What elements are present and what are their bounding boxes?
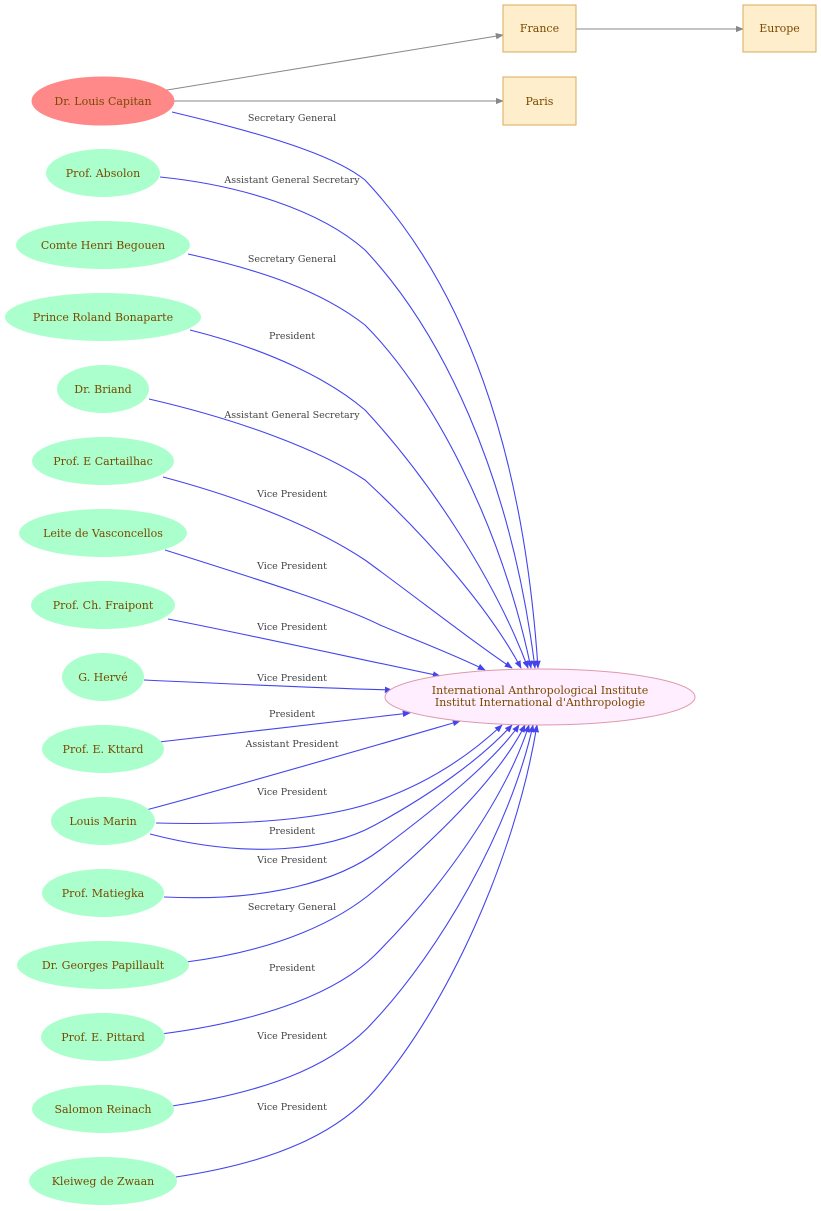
edge-cartailhac-institute: [162, 476, 513, 669]
edge-marin-institute-2: [155, 724, 503, 825]
edge-bonaparte-institute: [189, 329, 529, 669]
edge-marin-institute-3: [149, 724, 513, 850]
node-herve[interactable]: G. Hervé: [62, 653, 144, 701]
node-label: Prof. E. Pittard: [61, 1031, 145, 1044]
edge-papillault-institute: [185, 724, 526, 963]
node-papillault[interactable]: Dr. Georges Papillault: [17, 941, 189, 989]
edge-kttard-institute: [158, 710, 411, 743]
edge-begouen-institute: [187, 253, 533, 669]
node-bonaparte[interactable]: Prince Roland Bonaparte: [5, 293, 201, 341]
node-label: Kleiweg de Zwaan: [52, 1175, 155, 1188]
edge-zwaan-institute: [175, 724, 539, 1178]
node-label: Prof. Absolon: [66, 167, 140, 180]
edge-label: Vice President: [256, 622, 327, 633]
edge-label: Secretary General: [248, 254, 336, 265]
node-fraipont[interactable]: Prof. Ch. Fraipont: [31, 581, 175, 629]
edge-herve-institute: [143, 679, 393, 693]
edge-reinach-institute: [171, 724, 535, 1107]
edge-label: Vice President: [256, 787, 327, 798]
edge-absolon-institute: [159, 176, 538, 669]
node-label: Dr. Georges Papillault: [42, 959, 165, 972]
edge-label: Secretary General: [248, 113, 336, 124]
edge-labels: Secretary General Assistant General Secr…: [223, 113, 360, 1113]
place-nodes: France Europe Paris: [502, 4, 817, 126]
node-label: Prof. E Cartailhac: [53, 455, 153, 468]
node-label: France: [520, 22, 559, 35]
edge-label: Vice President: [256, 1102, 327, 1113]
node-capitan[interactable]: Dr. Louis Capitan: [31, 76, 175, 126]
edge-fraipont-institute: [167, 618, 441, 678]
edge-vasconcellos-institute: [164, 549, 486, 671]
institute-name-fr: Institut International d'Anthropologie: [435, 696, 645, 709]
edge-briand-institute: [148, 398, 522, 669]
node-zwaan[interactable]: Kleiweg de Zwaan: [29, 1157, 177, 1205]
node-kttard[interactable]: Prof. E. Kttard: [42, 725, 164, 773]
edge-matiegka-institute: [163, 724, 520, 899]
geo-edges: [160, 25, 744, 105]
node-label: Prof. E. Kttard: [63, 743, 144, 756]
node-paris[interactable]: Paris: [502, 76, 577, 126]
edge-label: President: [269, 963, 315, 974]
node-label: Dr. Louis Capitan: [54, 95, 151, 108]
node-label: Salomon Reinach: [54, 1103, 151, 1116]
edge-label: President: [269, 709, 315, 720]
edge-label: Vice President: [256, 855, 327, 866]
node-pittard[interactable]: Prof. E. Pittard: [41, 1013, 165, 1061]
node-briand[interactable]: Dr. Briand: [57, 365, 149, 413]
person-nodes: Prof. Absolon Comte Henri Begouen Prince…: [5, 149, 201, 1205]
edge-label: Assistant General Secretary: [223, 410, 360, 421]
edge-label: Assistant President: [244, 739, 338, 750]
node-label: Louis Marin: [69, 815, 136, 828]
node-label: Paris: [526, 95, 554, 108]
edge-label: Assistant General Secretary: [223, 175, 360, 186]
node-label: Prof. Matiegka: [62, 887, 145, 900]
edge-label: Vice President: [256, 489, 327, 500]
node-label: Prince Roland Bonaparte: [33, 311, 173, 324]
edge-label: Vice President: [256, 673, 327, 684]
node-label: Comte Henri Begouen: [41, 239, 165, 252]
node-reinach[interactable]: Salomon Reinach: [32, 1085, 174, 1133]
node-institute[interactable]: International Anthropological Institute …: [384, 668, 696, 726]
node-vasconcellos[interactable]: Leite de Vasconcellos: [19, 509, 187, 557]
edge-label: President: [269, 331, 315, 342]
node-label: Leite de Vasconcellos: [43, 527, 163, 540]
node-label: Dr. Briand: [74, 383, 131, 396]
node-matiegka[interactable]: Prof. Matiegka: [42, 869, 164, 917]
edge-label: Vice President: [256, 1031, 327, 1042]
edge-label: President: [269, 826, 315, 837]
role-edges: [143, 111, 541, 1178]
institute-name-en: International Anthropological Institute: [432, 684, 648, 697]
node-label: Prof. Ch. Fraipont: [53, 599, 154, 612]
edge-pittard-institute: [160, 724, 530, 1035]
edge-label: Secretary General: [248, 902, 336, 913]
node-france[interactable]: France: [502, 4, 577, 53]
node-cartailhac[interactable]: Prof. E Cartailhac: [32, 437, 174, 485]
node-europe[interactable]: Europe: [742, 4, 817, 53]
node-marin[interactable]: Louis Marin: [51, 797, 155, 845]
edge-label: Vice President: [256, 561, 327, 572]
node-begouen[interactable]: Comte Henri Begouen: [16, 221, 190, 269]
edge-marin-institute-1: [145, 719, 461, 811]
edge-capitan-france: [160, 33, 504, 92]
node-absolon[interactable]: Prof. Absolon: [46, 149, 160, 197]
node-label: G. Hervé: [78, 671, 127, 684]
node-label: Europe: [759, 22, 800, 35]
edge-capitan-institute: [171, 111, 541, 669]
